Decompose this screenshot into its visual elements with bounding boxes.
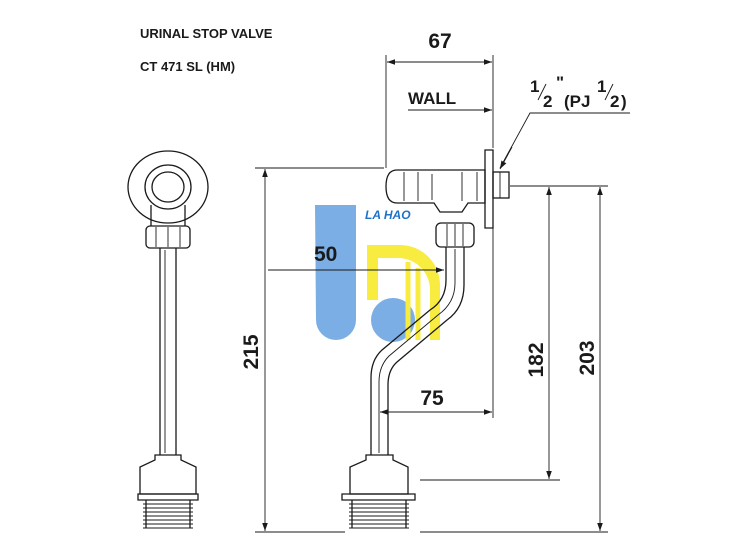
- thread-leader: [499, 112, 630, 169]
- thread-inch-mark: ": [556, 73, 564, 92]
- side-outlet-ring: [144, 164, 192, 210]
- dim-215-label: 215: [240, 334, 263, 369]
- s-bend-pipe-outer: [370, 247, 447, 455]
- side-view: [127, 150, 209, 529]
- dim-67-label: 67: [428, 30, 451, 53]
- side-nut: [145, 225, 191, 249]
- thread-close-paren: ): [621, 92, 627, 111]
- thread-denominator-1: 2: [543, 92, 552, 111]
- watermark-text: LA HAO: [365, 208, 411, 222]
- thread-spec-label: 1 2 " (PJ 1 2 ): [530, 73, 627, 111]
- watermark-blue-shape: [315, 205, 356, 340]
- s-bend-pipe-inner: [387, 247, 465, 455]
- dim-203-label: 203: [576, 340, 599, 375]
- thread-denominator-2: 2: [610, 92, 619, 111]
- front-connector: [349, 454, 409, 495]
- dim-75-label: 75: [420, 387, 444, 410]
- valve-body: [385, 169, 486, 213]
- dim-182-label: 182: [525, 342, 548, 377]
- wall-flange: [484, 149, 494, 229]
- side-outlet-hole: [151, 171, 185, 203]
- front-nut: [435, 222, 475, 248]
- watermark-logo: [315, 205, 440, 342]
- title-line-2: CT 471 SL (HM): [140, 59, 235, 74]
- thread-numerator-2: 1: [597, 77, 606, 96]
- thread-numerator-1: 1: [530, 77, 539, 96]
- title-line-1: URINAL STOP VALVE: [140, 26, 273, 41]
- side-connector: [139, 454, 197, 495]
- dim-50-label: 50: [314, 243, 337, 266]
- dimension-lines: [255, 55, 630, 533]
- dim-wall-label: WALL: [408, 89, 456, 108]
- side-escutcheon: [127, 150, 209, 224]
- front-view: [341, 149, 510, 529]
- watermark-yellow-shape: [367, 245, 440, 340]
- inlet-stub: [492, 171, 510, 199]
- front-threads: [349, 500, 409, 529]
- thread-type: (PJ: [564, 92, 590, 111]
- side-threads: [143, 500, 193, 529]
